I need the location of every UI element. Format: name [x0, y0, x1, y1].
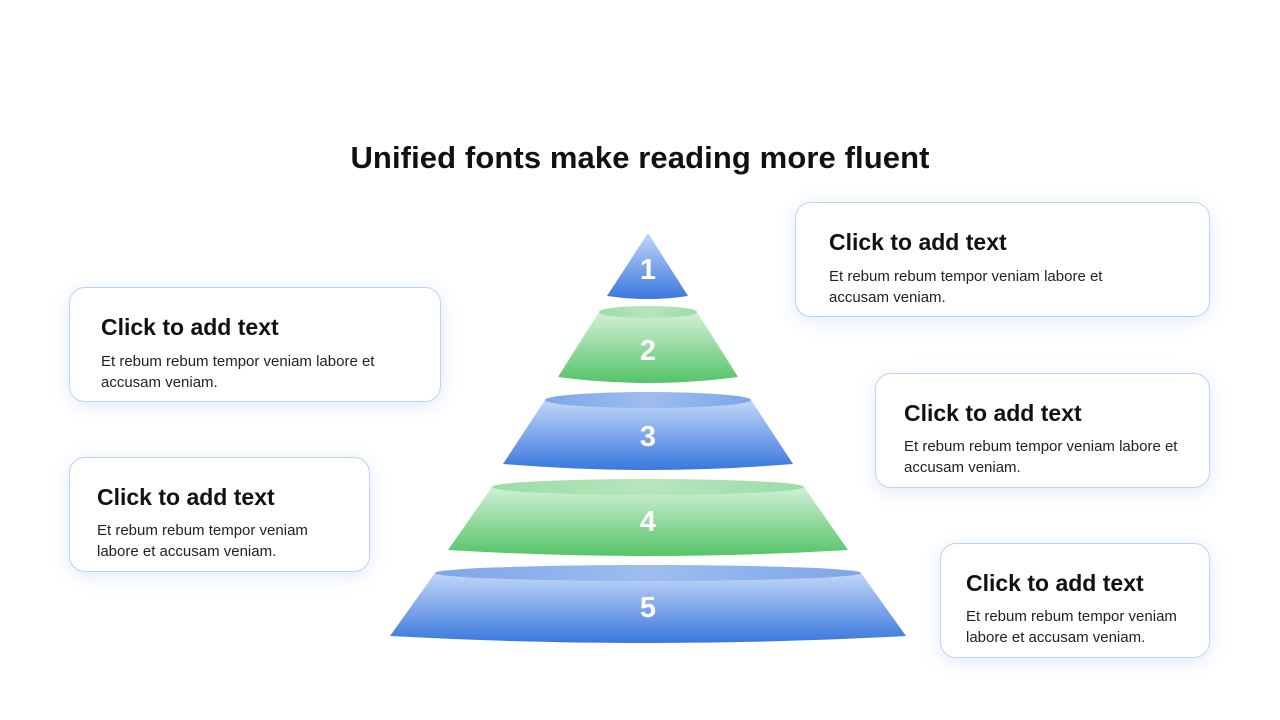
level-2-body	[558, 312, 738, 383]
pyramid-level-5[interactable]: 5	[390, 565, 906, 643]
card-body-text[interactable]: Et rebum rebum tempor veniam labore et a…	[101, 353, 375, 391]
level-1-body	[607, 233, 688, 299]
slide-title[interactable]: Unified fonts make reading more fluent	[350, 140, 930, 175]
level-5-top	[435, 565, 861, 581]
level-2-number: 2	[640, 335, 656, 367]
level-3-top	[545, 392, 751, 408]
pyramid-level-4[interactable]: 4	[448, 479, 848, 556]
text-card-level-1[interactable]: Click to add text Et rebum rebum tempor …	[795, 202, 1210, 317]
text-card-level-5[interactable]: Click to add text Et rebum rebum tempor …	[940, 543, 1210, 658]
card-heading[interactable]: Click to add text	[904, 400, 1082, 426]
text-card-level-3[interactable]: Click to add text Et rebum rebum tempor …	[875, 373, 1210, 488]
level-1-number: 1	[640, 254, 656, 286]
card-heading[interactable]: Click to add text	[101, 314, 279, 340]
level-3-number: 3	[640, 421, 656, 453]
card-body-text[interactable]: Et rebum rebum tempor veniam labore et a…	[904, 438, 1178, 476]
level-5-body	[390, 573, 906, 643]
card-body-text[interactable]: Et rebum rebum tempor veniam labore et a…	[966, 608, 1177, 646]
level-4-number: 4	[640, 506, 656, 538]
pyramid-level-3[interactable]: 3	[503, 392, 793, 470]
card-heading[interactable]: Click to add text	[829, 229, 1007, 255]
text-card-level-4[interactable]: Click to add text Et rebum rebum tempor …	[69, 457, 370, 572]
pyramid-level-2[interactable]: 2	[558, 306, 738, 383]
level-5-number: 5	[640, 592, 656, 624]
card-heading[interactable]: Click to add text	[966, 570, 1144, 596]
level-4-body	[448, 487, 848, 556]
card-heading[interactable]: Click to add text	[97, 484, 275, 510]
level-4-top	[492, 479, 804, 495]
level-2-top	[599, 306, 697, 318]
text-card-level-2[interactable]: Click to add text Et rebum rebum tempor …	[69, 287, 441, 402]
card-body-text[interactable]: Et rebum rebum tempor veniam labore et a…	[97, 522, 308, 560]
level-3-body	[503, 400, 793, 470]
card-body-text[interactable]: Et rebum rebum tempor veniam labore et a…	[829, 268, 1103, 306]
pyramid-level-1[interactable]: 1	[607, 233, 688, 299]
